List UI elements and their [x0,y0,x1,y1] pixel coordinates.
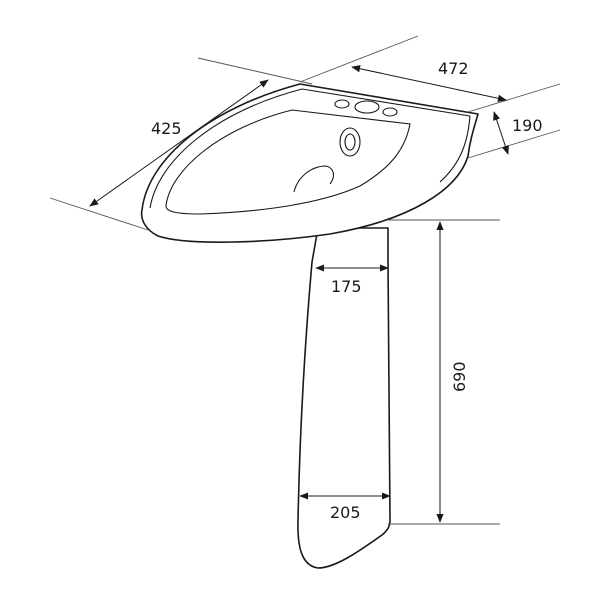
dimension-label-width: 472 [438,59,469,78]
tap-hole-left [334,99,350,109]
overflow-hole-inner [344,133,356,151]
dim-line-425 [89,79,269,207]
dimension-labels: 472 425 190 175 205 690 [151,59,543,522]
extension-lines [49,35,561,525]
basin-front-edge [439,115,471,183]
dimension-label-pedestal-bottom: 205 [330,503,361,522]
dimension-label-basin-height: 190 [512,116,543,135]
basin-outer-shell [140,83,479,243]
dimension-label-depth: 425 [151,119,182,138]
tap-hole-right [382,107,398,117]
pedestal-body [297,227,391,569]
drain-opening [293,165,335,193]
dim-line-472 [351,65,507,102]
pedestal [297,227,391,569]
dimension-lines [89,65,509,523]
basin [140,83,479,243]
overflow-hole [339,127,361,157]
dimension-label-pedestal-height: 690 [450,361,469,392]
dim-line-190 [493,111,509,155]
dimension-label-pedestal-top: 175 [331,277,362,296]
